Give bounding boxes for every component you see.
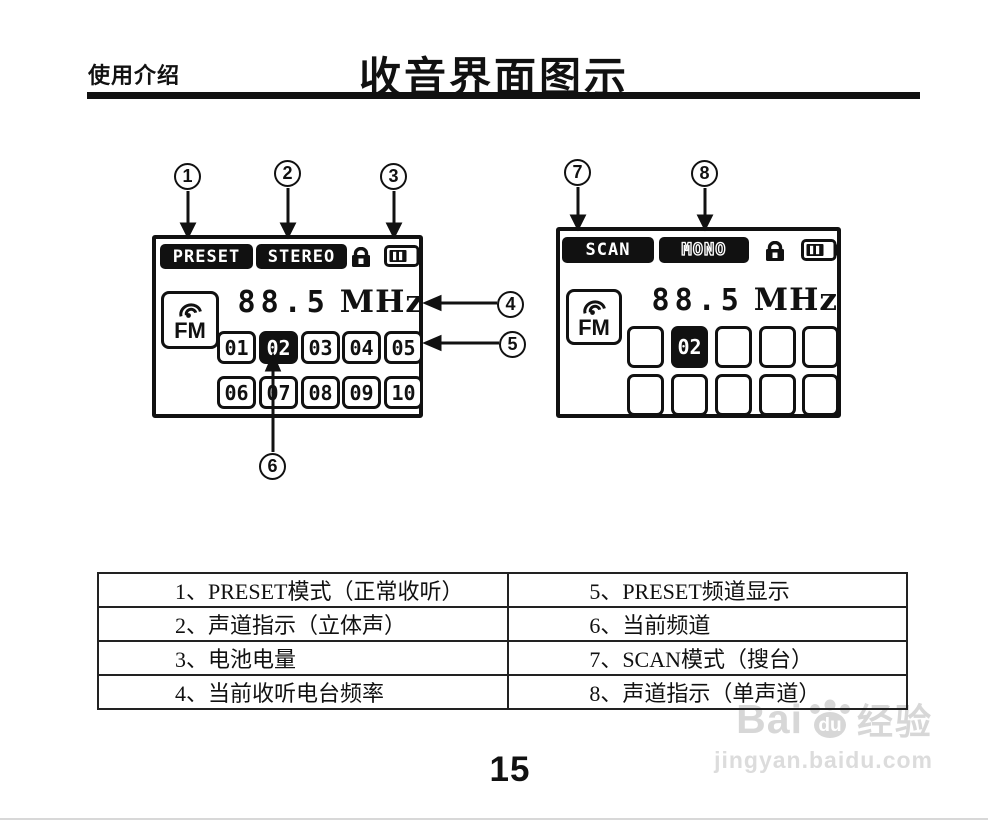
callout-2: 2: [274, 160, 301, 187]
battery-icon: [801, 239, 840, 266]
legend-cell-5: 5、PRESET频道显示: [507, 572, 908, 608]
channel-box-02-active: 02: [671, 326, 708, 368]
broadcast-wave-icon: [583, 299, 606, 315]
callout-3: 3: [380, 163, 407, 190]
channel-box-empty: [759, 374, 796, 416]
frequency-value: 88.5: [237, 284, 330, 320]
arrowhead-5: [422, 334, 442, 352]
callout-7: 7: [564, 159, 591, 186]
lock-icon: [350, 246, 372, 273]
table-row: 1、PRESET模式（正常收听） 5、PRESET频道显示: [96, 572, 908, 608]
fm-band-label: FM: [174, 317, 206, 343]
table-row: 3、电池电量 7、SCAN模式（搜台）: [96, 640, 908, 676]
channel-box-04: 04: [342, 331, 381, 364]
channel-box-empty: [627, 374, 664, 416]
channel-box-empty: [759, 326, 796, 368]
channel-box-01: 01: [217, 331, 256, 364]
callout-4: 4: [497, 291, 524, 318]
stereo-badge: STEREO: [256, 244, 347, 269]
fm-band-label: FM: [578, 314, 610, 340]
arrowhead-4: [422, 294, 442, 312]
baidu-watermark: Bai du 经验 jingyan.baidu.com: [714, 693, 933, 774]
channel-box-08: 08: [301, 376, 340, 409]
channel-box-02-active: 02: [259, 331, 298, 364]
legend-cell-6: 6、当前频道: [507, 606, 908, 642]
table-row: 2、声道指示（立体声） 6、当前频道: [96, 606, 908, 642]
channel-box-empty: [802, 326, 839, 368]
frequency-value: 88.5: [651, 282, 744, 318]
channel-box-empty: [715, 326, 752, 368]
channel-box-10: 10: [384, 376, 423, 409]
scan-mode-screen: SCAN MONO: [556, 227, 841, 418]
section-label: 使用介绍: [88, 63, 181, 88]
table-row: 4、当前收听电台频率 8、声道指示（单声道）: [96, 674, 908, 710]
channel-box-empty: [671, 374, 708, 416]
preset-mode-badge: PRESET: [160, 244, 253, 269]
legend-cell-1: 1、PRESET模式（正常收听）: [96, 572, 510, 608]
legend-cell-8: 8、声道指示（单声道）: [507, 674, 908, 710]
watermark-url: jingyan.baidu.com: [714, 747, 933, 773]
legend-cell-7: 7、SCAN模式（搜台）: [507, 640, 908, 676]
channel-box-empty: [715, 374, 752, 416]
channel-box-empty: [627, 326, 664, 368]
fm-band-indicator: FM: [161, 291, 219, 349]
channel-box-03: 03: [301, 331, 340, 364]
legend-cell-2: 2、声道指示（立体声）: [96, 606, 510, 642]
frequency-display: 88.5 MHz: [651, 282, 838, 318]
legend-cell-3: 3、电池电量: [96, 640, 510, 676]
legend-table: 1、PRESET模式（正常收听） 5、PRESET频道显示 2、声道指示（立体声…: [96, 572, 908, 710]
mono-badge: MONO: [659, 237, 749, 263]
channel-box-empty: [802, 374, 839, 416]
lock-icon: [764, 240, 786, 267]
channel-box-06: 06: [217, 376, 256, 409]
fm-band-indicator: FM: [566, 289, 622, 345]
page-number: 15: [489, 750, 531, 789]
channel-box-07: 07: [259, 376, 298, 409]
callout-8: 8: [691, 160, 718, 187]
frequency-unit: MHz: [753, 282, 838, 318]
broadcast-wave-icon: [179, 302, 202, 318]
preset-mode-screen: PRESET STEREO: [152, 235, 423, 418]
callout-1: 1: [174, 163, 201, 190]
frequency-unit: MHz: [339, 284, 424, 320]
callout-6: 6: [259, 453, 286, 480]
channel-box-09: 09: [342, 376, 381, 409]
frequency-display: 88.5 MHz: [238, 284, 424, 320]
channel-box-05: 05: [384, 331, 423, 364]
baidu-paw-text: du: [818, 715, 841, 736]
legend-cell-4: 4、当前收听电台频率: [96, 674, 510, 710]
callout-5: 5: [499, 331, 526, 358]
scan-mode-badge: SCAN: [562, 237, 654, 263]
battery-icon: [384, 245, 423, 272]
header-rule: [87, 92, 920, 99]
